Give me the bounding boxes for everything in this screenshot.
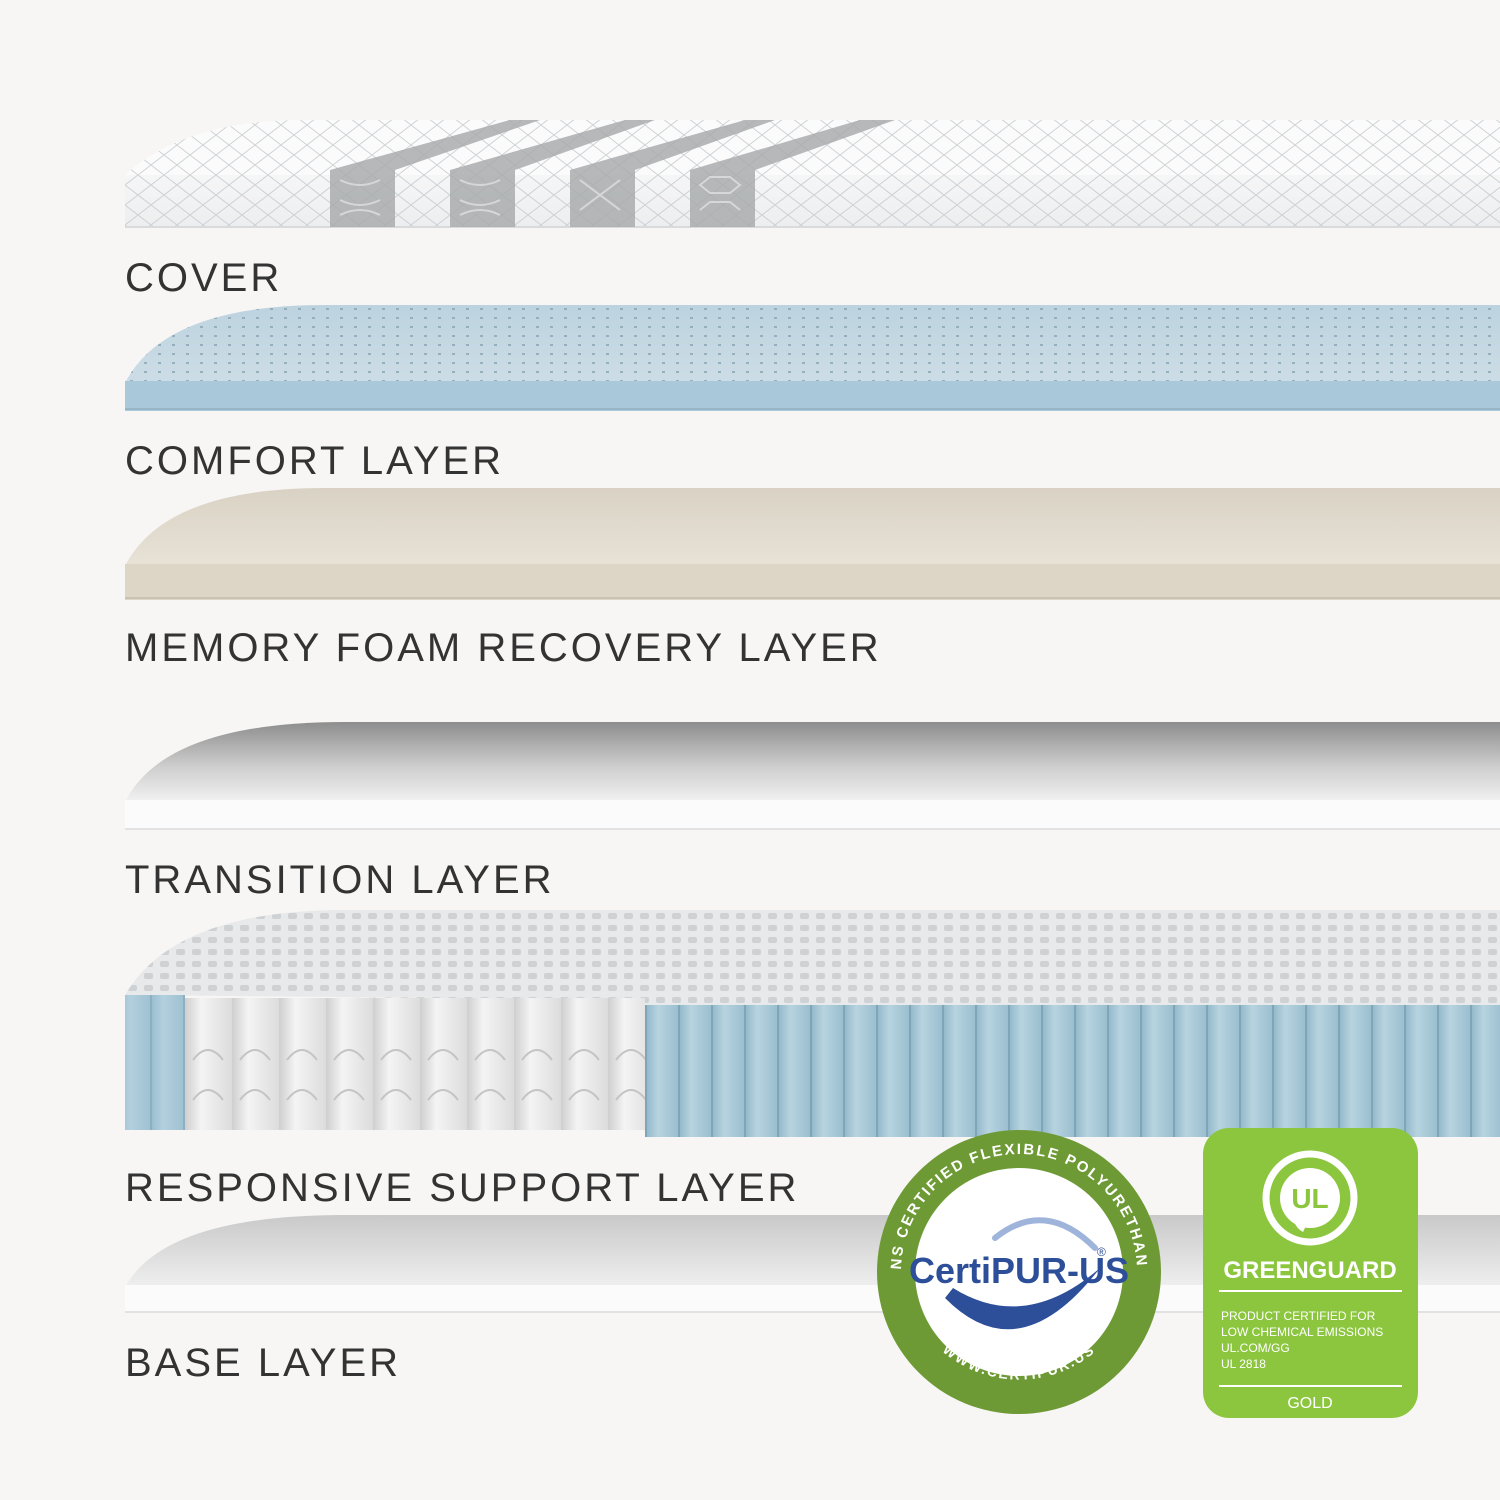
transition-label: TRANSITION LAYER: [125, 858, 555, 902]
certipur-swoosh-icon: [945, 1268, 1100, 1330]
greenguard-badge: UL GREENGUARD PRODUCT CERTIFIED FOR LOW …: [1203, 1128, 1418, 1418]
greenguard-line-4: UL 2818: [1221, 1357, 1266, 1371]
leaf-icon: [1294, 1208, 1306, 1232]
base-label: BASE LAYER: [125, 1341, 402, 1385]
memory-foam-layer-image: [125, 488, 1500, 600]
svg-text:CertiPUR-US: CertiPUR-US: [909, 1250, 1129, 1291]
certipur-us-badge: CONTAINS CERTIFIED FLEXIBLE POLYURETHANE…: [875, 1128, 1163, 1416]
transition-layer-image: [125, 722, 1500, 832]
comfort-label: COMFORT LAYER: [125, 439, 505, 483]
ul-circle-icon: [1262, 1150, 1358, 1246]
cover-label: COVER: [125, 256, 283, 300]
greenguard-line-1: PRODUCT CERTIFIED FOR: [1221, 1309, 1376, 1323]
greenguard-line-3: UL.COM/GG: [1221, 1341, 1290, 1355]
support-layer-image: [125, 910, 1500, 1140]
cover-layer-image: [125, 115, 1500, 230]
greenguard-level: GOLD: [1287, 1395, 1332, 1412]
support-label: RESPONSIVE SUPPORT LAYER: [125, 1166, 800, 1210]
memory-foam-label: MEMORY FOAM RECOVERY LAYER: [125, 626, 882, 670]
greenguard-line-2: LOW CHEMICAL EMISSIONS: [1221, 1325, 1383, 1339]
comfort-layer-image: [125, 305, 1500, 411]
certipur-logo-certi: Certi: [909, 1250, 991, 1291]
certipur-logo-pur: PUR-US: [991, 1250, 1129, 1291]
certipur-registered-mark: ®: [1097, 1245, 1106, 1259]
greenguard-title: GREENGUARD: [1223, 1257, 1396, 1284]
